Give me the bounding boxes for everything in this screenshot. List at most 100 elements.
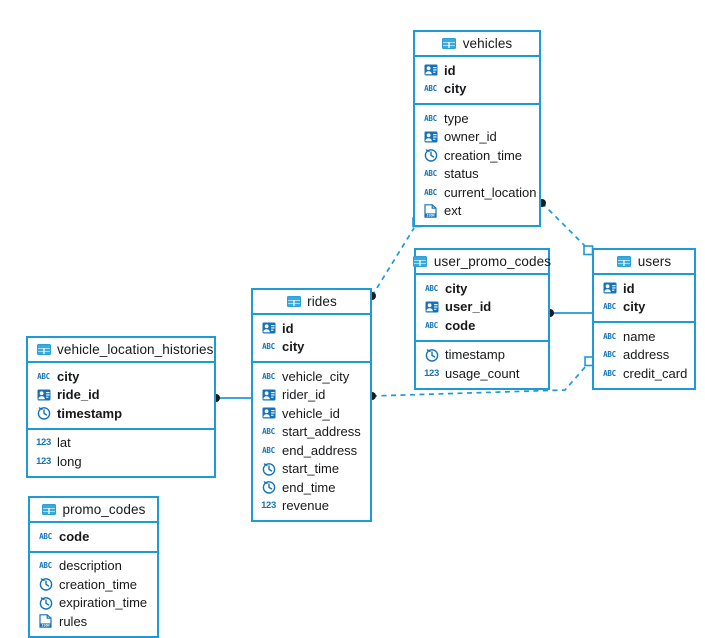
abc-string-icon: ABC — [424, 187, 437, 197]
field-row-timestamp[interactable]: timestamp — [28, 404, 214, 423]
clock-timestamp-icon — [424, 347, 439, 362]
field-row-start_time[interactable]: start_time — [253, 460, 370, 479]
field-row-id[interactable]: id — [253, 319, 370, 338]
table-icon — [442, 36, 457, 51]
abc-string-icon: ABC — [603, 368, 616, 378]
abc-string-icon: ABC — [424, 169, 437, 178]
field-row-status[interactable]: ABC status — [415, 165, 539, 184]
123-number-icon: 123 — [36, 437, 51, 448]
field-row-city[interactable]: ABC city — [253, 338, 370, 357]
table-title: promo_codes — [62, 502, 146, 517]
abc-string-icon: ABC — [37, 371, 50, 381]
field-row-vehicle_city[interactable]: ABC vehicle_city — [253, 367, 370, 386]
svg-text:JSON: JSON — [41, 624, 49, 628]
field-name: lat — [57, 435, 71, 451]
field-name: vehicle_id — [282, 405, 340, 421]
field-name: type — [444, 110, 469, 126]
key-id-icon — [602, 281, 617, 296]
table-header-user_promo_codes[interactable]: user_promo_codes — [413, 250, 551, 275]
abc-string-icon: ABC — [424, 84, 437, 93]
key-id-icon — [424, 299, 439, 314]
relationship-vlh-to-rides — [212, 394, 251, 402]
field-row-ride_id[interactable]: ride_id — [28, 386, 214, 405]
relationship-line — [371, 227, 415, 297]
field-row-user_id[interactable]: user_id — [416, 298, 548, 317]
field-row-timestamp[interactable]: timestamp — [416, 346, 548, 365]
json-document-icon: JSON — [38, 614, 53, 629]
field-name: creation_time — [59, 576, 138, 592]
field-row-expiration_time[interactable]: expiration_time — [30, 594, 157, 613]
field-name: end_time — [282, 479, 336, 495]
field-row-id[interactable]: id — [415, 61, 539, 80]
json-document-icon: JSON — [423, 203, 438, 218]
abc-string-icon: ABC — [603, 350, 616, 359]
field-row-creation_time[interactable]: creation_time — [415, 146, 539, 165]
field-name: vehicle_city — [282, 368, 350, 384]
clock-timestamp-icon — [261, 480, 276, 495]
field-name: code — [445, 317, 476, 333]
abc-string-icon: ABC — [39, 561, 52, 570]
clock-timestamp-icon — [261, 461, 276, 476]
table-icon — [42, 502, 57, 517]
field-row-lat[interactable]: 123 lat — [28, 434, 214, 453]
abc-string-icon: ABC — [603, 331, 616, 341]
field-row-end_time[interactable]: end_time — [253, 478, 370, 497]
clock-timestamp-icon — [36, 406, 51, 421]
table-icon — [617, 254, 632, 269]
field-name: ride_id — [57, 387, 100, 403]
table-header-vehicles[interactable]: vehicles — [415, 32, 539, 57]
table-header-users[interactable]: users — [594, 250, 694, 275]
field-name: start_address — [282, 424, 361, 440]
table-header-promo_codes[interactable]: promo_codes — [30, 498, 157, 523]
abc-string-icon: ABC — [262, 342, 275, 351]
field-row-creation_time[interactable]: creation_time — [30, 575, 157, 594]
field-name: name — [623, 328, 656, 344]
clock-timestamp-icon — [38, 577, 53, 592]
field-name: status — [444, 166, 479, 182]
table-header-vehicle_location_histories[interactable]: vehicle_location_histories — [28, 338, 214, 363]
field-row-credit_card[interactable]: ABC credit_card — [594, 364, 694, 383]
field-row-rider_id[interactable]: rider_id — [253, 386, 370, 405]
field-name: city — [282, 339, 305, 355]
field-name: owner_id — [444, 129, 497, 145]
field-name: city — [445, 280, 468, 296]
field-row-owner_id[interactable]: owner_id — [415, 128, 539, 147]
123-number-icon: 123 — [261, 500, 276, 511]
field-row-id[interactable]: id — [594, 279, 694, 298]
table-title: users — [637, 254, 672, 269]
field-row-vehicle_id[interactable]: vehicle_id — [253, 404, 370, 423]
field-row-name[interactable]: ABC name — [594, 327, 694, 346]
abc-string-icon: ABC — [262, 371, 275, 381]
field-name: rider_id — [282, 387, 326, 403]
field-name: credit_card — [623, 365, 688, 381]
table-header-rides[interactable]: rides — [253, 290, 370, 315]
clock-timestamp-icon — [38, 595, 53, 610]
svg-text:JSON: JSON — [426, 213, 434, 217]
